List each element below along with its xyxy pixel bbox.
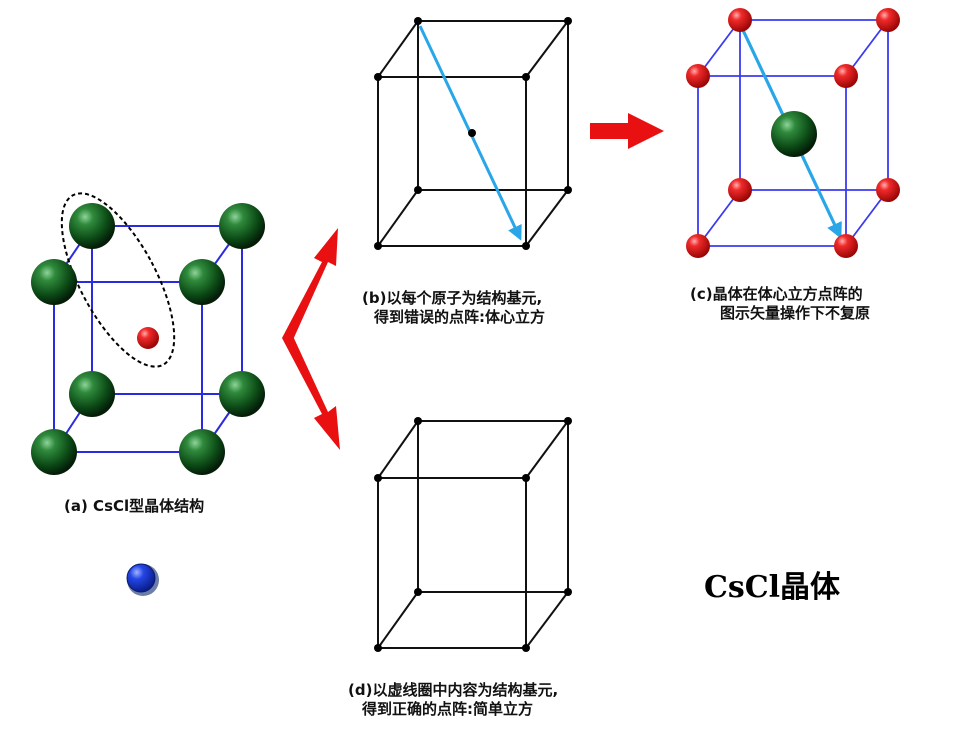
cube-b [374, 17, 572, 250]
lattice-point [414, 417, 422, 425]
cl-atom [876, 178, 900, 202]
lattice-point [374, 644, 382, 652]
lattice-point [564, 17, 572, 25]
cs-atom [31, 429, 77, 475]
lattice-point [522, 474, 530, 482]
cs-atom [69, 371, 115, 417]
lattice-point [414, 17, 422, 25]
lattice-point [414, 186, 422, 194]
cl-atom [728, 178, 752, 202]
lattice-point [564, 417, 572, 425]
cs-atoms [31, 203, 265, 475]
lattice-point [374, 73, 382, 81]
cs-atom [69, 203, 115, 249]
cl-atom [686, 234, 710, 258]
cs-atom [179, 429, 225, 475]
lattice-point [414, 588, 422, 596]
cs-atom [219, 371, 265, 417]
cs-atom [31, 259, 77, 305]
cube-a [31, 192, 265, 475]
cl-atom [728, 8, 752, 32]
caption-b: (b)以每个原子为结构基元, 得到错误的点阵:体心立方 [362, 289, 545, 326]
lattice-point [374, 242, 382, 250]
cl-atom [876, 8, 900, 32]
caption-c: (c)晶体在体心立方点阵的 图示矢量操作下不复原 [690, 285, 871, 322]
cs-atom [179, 259, 225, 305]
lattice-point-body-center [468, 129, 476, 137]
blue-circle-button-icon[interactable] [126, 563, 159, 596]
cs-atom-body-center [771, 111, 817, 157]
cube-d [374, 417, 572, 652]
lattice-point [522, 242, 530, 250]
lattice-point [522, 644, 530, 652]
cl-atom [137, 327, 159, 349]
lattice-point [374, 474, 382, 482]
cs-atom [219, 203, 265, 249]
structure-motif-dashed-ellipse [60, 192, 176, 368]
cl-atom [834, 234, 858, 258]
flow-arrow-icon [282, 113, 664, 450]
lattice-point [564, 588, 572, 596]
cl-atom [686, 64, 710, 88]
cl-atom [834, 64, 858, 88]
page-title: CsCl晶体 [704, 570, 841, 605]
lattice-point [522, 73, 530, 81]
caption-a: (a) CsCl型晶体结构 [64, 497, 205, 515]
cube-c [686, 8, 900, 258]
lattice-point [564, 186, 572, 194]
caption-d: (d)以虚线圈中内容为结构基元, 得到正确的点阵:简单立方 [348, 681, 559, 718]
